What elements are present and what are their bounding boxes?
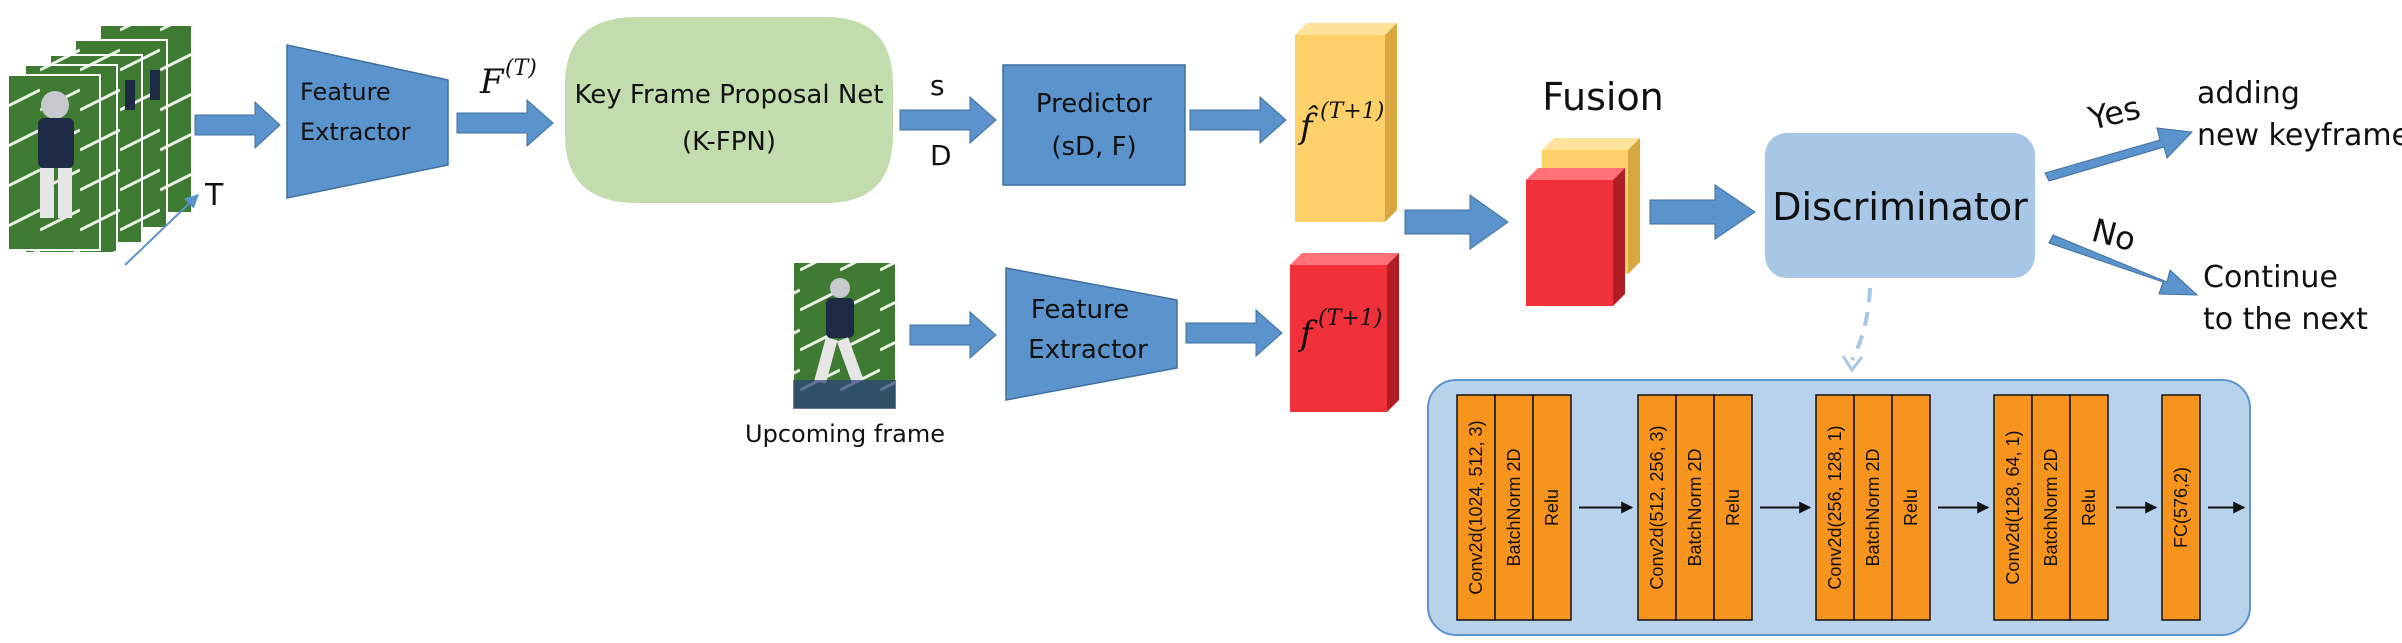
- arch-layer-label: FC(576,2): [2171, 467, 2191, 548]
- arch-layer-box: [1675, 394, 1715, 621]
- arrow-kfpn-to-predictor: [899, 95, 997, 145]
- arch-layer-label: Relu: [1542, 489, 1562, 526]
- arch-layer-label: Conv2d(512, 256, 3): [1647, 425, 1667, 589]
- arch-layer-box: [1532, 394, 1572, 621]
- bottom-feature-extractor-label-line2: Extractor: [1028, 335, 1148, 365]
- time-axis-arrow: [124, 194, 200, 266]
- fusion-block: [1526, 138, 1640, 306]
- yes-result-line2: new keyframe: [2197, 118, 2402, 153]
- yes-label: Yes: [2084, 88, 2144, 138]
- arrow-fusion-to-discriminator: [1649, 184, 1756, 240]
- no-label: No: [2088, 211, 2140, 259]
- arrow-extractor-to-kfpn: [456, 98, 554, 148]
- predictor-block: [1002, 64, 1186, 186]
- upcoming-frame-image: [792, 261, 897, 410]
- arrow-upcoming-to-extractor: [909, 310, 997, 360]
- arrow-extractor-to-real-feature: [1185, 308, 1283, 358]
- bottom-feature-extractor: [1005, 267, 1178, 401]
- feature-label-sup: (T): [505, 56, 537, 81]
- predictor-label-line2: (sD, F): [1051, 132, 1136, 162]
- predicted-feature-block: [1295, 23, 1397, 222]
- arrow-features-to-fusion: [1404, 194, 1509, 250]
- kfpn-output-s: s: [930, 69, 945, 102]
- input-frame-stack: [7, 24, 193, 254]
- kfpn-block: [565, 17, 893, 203]
- arch-layer-box: [1853, 394, 1893, 621]
- no-result-line1: Continue: [2203, 260, 2338, 295]
- arch-layer-label: Relu: [2079, 489, 2099, 526]
- football-player-figure: [38, 91, 74, 218]
- no-result-line2: to the next: [2203, 302, 2368, 337]
- arch-layer-label: BatchNorm 2D: [1863, 448, 1883, 566]
- arch-layer-box: [1993, 394, 2033, 621]
- arch-layer-box: [2069, 394, 2109, 621]
- real-feature-block: [1290, 253, 1399, 412]
- architecture-blocks: Conv2d(1024, 512, 3) BatchNorm 2D Relu Conv…: [1456, 394, 2246, 621]
- arch-layer-label: BatchNorm 2D: [1685, 448, 1705, 566]
- time-axis-label: T: [204, 178, 224, 213]
- arch-layer-box: [2161, 394, 2201, 621]
- arch-layer-box: [2031, 394, 2071, 621]
- kfpn-label-line1: Key Frame Proposal Net: [575, 80, 884, 110]
- discriminator-label: Discriminator: [1772, 185, 2028, 229]
- discriminator-block: [1765, 133, 2035, 278]
- arch-layer-label: Relu: [1901, 489, 1921, 526]
- arch-layer-box: [1456, 394, 1496, 621]
- fusion-label: Fusion: [1542, 75, 1664, 119]
- arrow-yes-branch: [2044, 127, 2194, 182]
- arrow-predictor-to-pred-feature: [1189, 95, 1287, 145]
- dashed-connector: [1850, 287, 1872, 361]
- bottom-feature-extractor-label-line1: Feature: [1031, 295, 1129, 325]
- kfpn-label-line2: (K-FPN): [682, 127, 776, 157]
- pred-feature-sup: (T+1): [1320, 99, 1384, 124]
- top-feature-extractor-label-line2: Extractor: [300, 118, 411, 146]
- yes-result-line1: adding: [2197, 76, 2300, 111]
- arch-layer-label: Conv2d(128, 64, 1): [2003, 430, 2023, 584]
- arch-layer-label: Conv2d(1024, 512, 3): [1466, 420, 1486, 594]
- arch-layer-box: [1494, 394, 1534, 621]
- upcoming-frame-caption: Upcoming frame: [745, 420, 945, 448]
- arch-layer-label: Relu: [1723, 489, 1743, 526]
- arch-layer-label: BatchNorm 2D: [1504, 448, 1524, 566]
- arch-layer-box: [1713, 394, 1753, 621]
- real-feature-sup: (T+1): [1318, 306, 1382, 331]
- arch-layer-box: [1637, 394, 1677, 621]
- arch-layer-box: [1891, 394, 1931, 621]
- arrow-input-to-extractor: [194, 100, 281, 150]
- feature-label-base: F: [479, 62, 505, 102]
- top-feature-extractor-label-line1: Feature: [300, 78, 391, 106]
- arch-layer-label: Conv2d(256, 128, 1): [1825, 425, 1845, 589]
- kfpn-output-d: D: [930, 139, 952, 172]
- top-feature-extractor: [286, 44, 449, 199]
- arch-layer-label: BatchNorm 2D: [2041, 448, 2061, 566]
- arch-layer-box: [1815, 394, 1855, 621]
- arrow-no-branch: [2048, 234, 2199, 296]
- predictor-label-line1: Predictor: [1036, 89, 1152, 119]
